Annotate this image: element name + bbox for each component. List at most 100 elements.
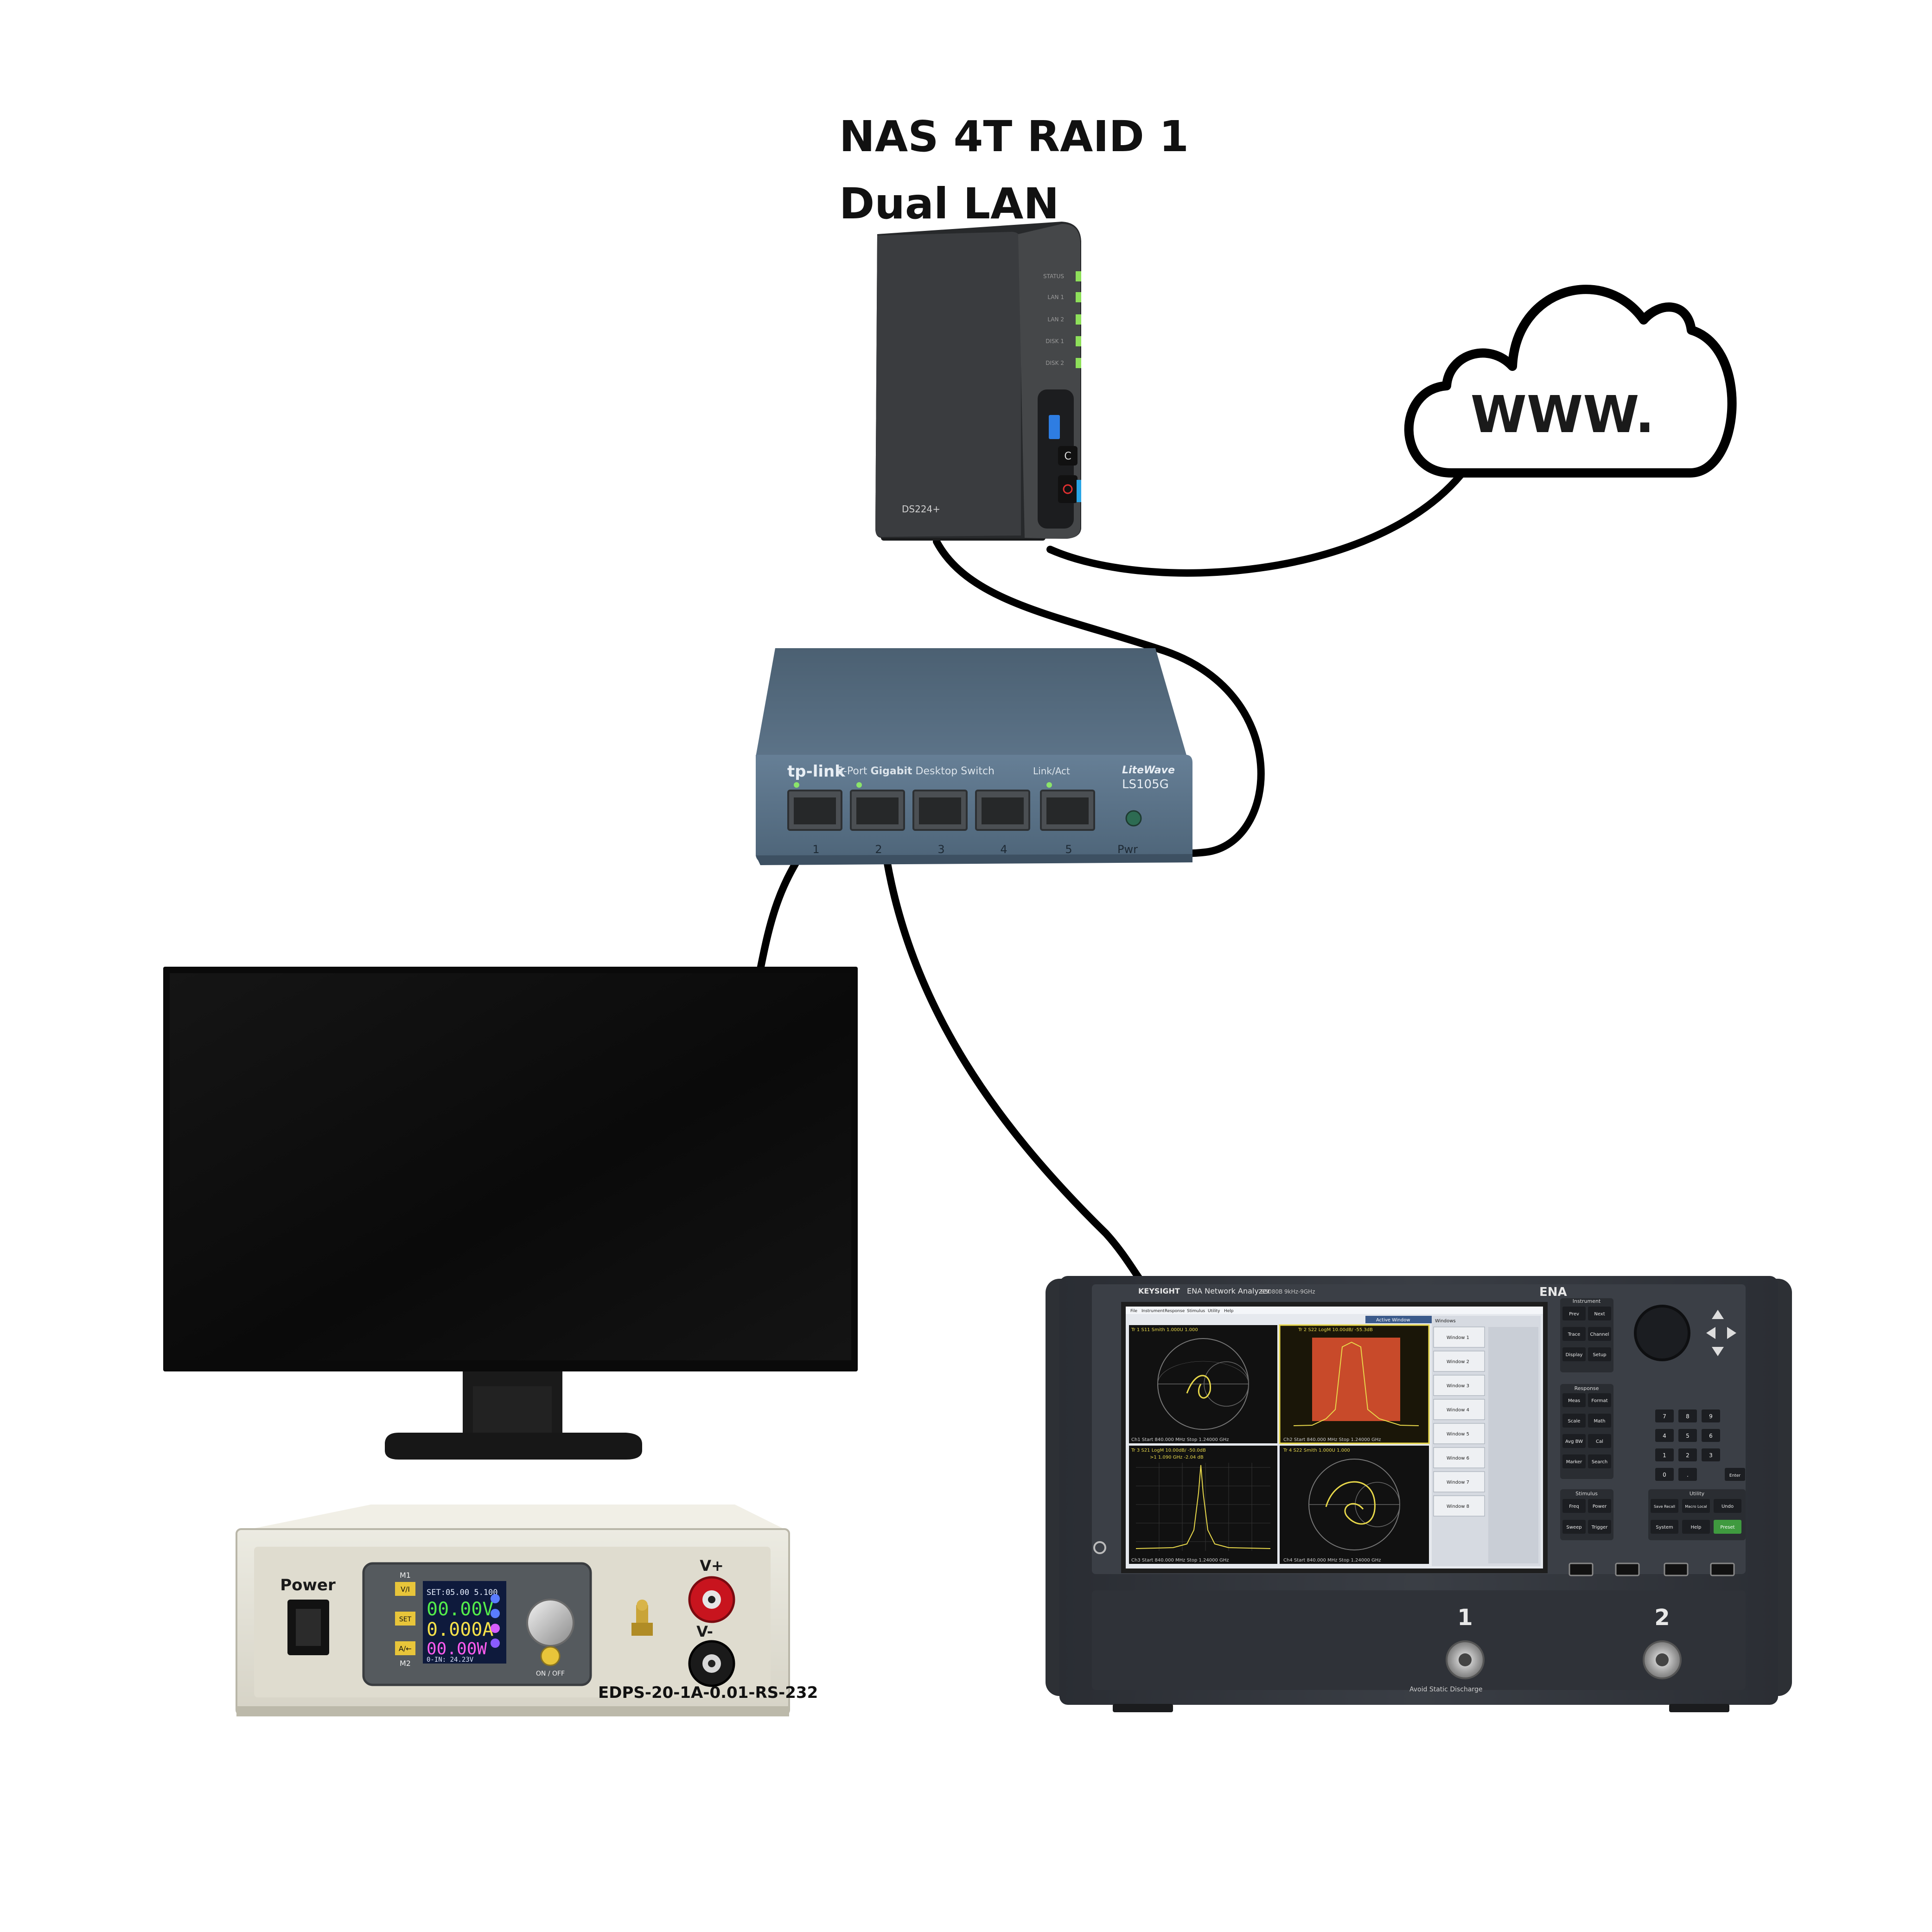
vna-usb-port-1[interactable] (1569, 1562, 1594, 1576)
vna-key-setup[interactable]: Setup (1588, 1347, 1611, 1361)
vna-key-8[interactable]: 8 (1678, 1409, 1697, 1422)
vna-key-2[interactable]: 2 (1678, 1448, 1697, 1461)
vna-window-6-button[interactable]: Window 6 (1433, 1447, 1485, 1468)
vna-key-6[interactable]: 6 (1702, 1429, 1720, 1442)
vna-key-prev[interactable]: Prev (1562, 1307, 1586, 1320)
vna-key-undo[interactable]: Undo (1714, 1499, 1741, 1513)
vna-key-power[interactable]: Power (1588, 1499, 1611, 1513)
vna-window-7-button[interactable]: Window 7 (1433, 1471, 1485, 1492)
vna-trace-window-1[interactable]: Tr 1 S11 Smith 1.000U 1.000 Ch1 Start 84… (1129, 1325, 1277, 1443)
vna-arrow-down-icon[interactable] (1712, 1347, 1724, 1356)
vna-menu-file[interactable]: File (1130, 1309, 1138, 1314)
nas-power-button[interactable] (1058, 475, 1078, 503)
vna-key-4[interactable]: 4 (1655, 1429, 1674, 1442)
vna-key-0[interactable]: 0 (1655, 1468, 1674, 1481)
vna-window-8-button[interactable]: Window 8 (1433, 1495, 1485, 1517)
vna-key-system[interactable]: System (1651, 1520, 1678, 1534)
vna-key-trigger[interactable]: Trigger (1588, 1520, 1611, 1534)
vna-port-2-connector[interactable] (1643, 1640, 1682, 1679)
psu-rotary-knob[interactable] (526, 1599, 574, 1647)
vna-usb-port-2[interactable] (1615, 1562, 1640, 1576)
vna-key-display[interactable]: Display (1562, 1347, 1586, 1361)
vna-port-1-connector[interactable] (1446, 1640, 1485, 1679)
vna-key-avgbw[interactable]: Avg BW (1562, 1434, 1586, 1448)
vna-key-math[interactable]: Math (1588, 1414, 1611, 1428)
psu-lcd-icon-2 (491, 1609, 500, 1618)
vna-key-freq[interactable]: Freq (1562, 1499, 1586, 1513)
vna-window-2-button[interactable]: Window 2 (1433, 1351, 1485, 1372)
nas-device: STATUS LAN 1 LAN 2 DISK 1 DISK 2 C DS224… (875, 222, 1081, 541)
vna-key-search[interactable]: Search (1588, 1454, 1611, 1468)
vna-arrow-right-icon[interactable] (1727, 1327, 1736, 1339)
vna-model: E5080B (1261, 1288, 1282, 1295)
switch-port-5[interactable] (1040, 782, 1095, 831)
vna-key-3[interactable]: 3 (1702, 1448, 1720, 1461)
vna-key-meas[interactable]: Meas (1562, 1393, 1586, 1407)
vna-key-cal[interactable]: Cal (1588, 1434, 1611, 1448)
vna-standby-button[interactable] (1093, 1541, 1106, 1554)
vna-key-preset[interactable]: Preset (1714, 1520, 1741, 1534)
vna-window-3-button[interactable]: Window 3 (1433, 1375, 1485, 1396)
cloud-label: WWW. (1471, 385, 1655, 444)
vna-window-2-label: Window 2 (1447, 1359, 1469, 1365)
vna-softkey-panel: Windows Window 1 Window 2 Window 3 Windo… (1432, 1316, 1541, 1566)
nas-led-label-2: LAN 1 (1047, 294, 1064, 300)
vna-key-1[interactable]: 1 (1655, 1448, 1674, 1461)
switch-port-1[interactable] (787, 782, 842, 831)
psu-vi-label: V/I (401, 1585, 410, 1594)
vna-key-macro-local[interactable]: Macro Local (1682, 1499, 1710, 1513)
vna-key-enter[interactable]: Enter (1725, 1468, 1745, 1481)
vna-key-macro-local-label: Macro Local (1685, 1505, 1707, 1509)
vna-key-5[interactable]: 5 (1678, 1429, 1697, 1442)
vna-usb-port-3[interactable] (1664, 1562, 1689, 1576)
vna-menu-instrument[interactable]: Instrument (1141, 1309, 1165, 1314)
psu-onoff-button[interactable] (540, 1646, 561, 1666)
psu-arrow-button[interactable] (395, 1641, 415, 1655)
switch-subtitle: 5-Port Gigabit Desktop Switch (837, 765, 995, 777)
vna-key-scale[interactable]: Scale (1562, 1414, 1586, 1428)
vna-rotary-knob[interactable] (1634, 1305, 1690, 1361)
vna-trace-window-4[interactable]: Tr 4 S22 Smith 1.000U 1.000 Ch4 Start 84… (1280, 1446, 1429, 1564)
vna-usb-port-4[interactable] (1710, 1562, 1735, 1576)
vna-key-7[interactable]: 7 (1655, 1409, 1674, 1422)
vna-port-1-label: 1 (1457, 1605, 1473, 1631)
vna-window-4-button[interactable]: Window 4 (1433, 1399, 1485, 1420)
vna-key-dot[interactable]: . (1678, 1468, 1697, 1481)
vna-group-utility: Utility (1690, 1491, 1705, 1497)
switch-port-3[interactable] (912, 790, 968, 831)
vna-menu-stimulus[interactable]: Stimulus (1187, 1309, 1205, 1314)
vna-menu-response[interactable]: Response (1165, 1309, 1185, 1314)
vna-window-1-button[interactable]: Window 1 (1433, 1326, 1485, 1348)
vna-trace-window-3[interactable]: Tr 3 S21 LogM 10.00dB/ -50.0dB >1 1.090 … (1129, 1446, 1277, 1564)
psu-vi-button[interactable] (395, 1582, 415, 1596)
psu-lcd-set: SET:05.00 5.100 (427, 1588, 498, 1597)
network-analyzer: KEYSIGHT ENA Network Analyzer E5080B 9kH… (1046, 1276, 1792, 1712)
vna-key-save-recall[interactable]: Save Recall (1651, 1499, 1678, 1513)
vna-marker-readout: >1 1.090 GHz -2.04 dB (1150, 1455, 1204, 1460)
vna-window-5-button[interactable]: Window 5 (1433, 1423, 1485, 1444)
psu-vminus-label: V- (696, 1623, 713, 1640)
vna-key-channel[interactable]: Channel (1588, 1327, 1611, 1341)
vna-key-trace[interactable]: Trace (1562, 1327, 1586, 1341)
vna-key-math-label: Math (1594, 1419, 1605, 1424)
vna-key-next[interactable]: Next (1588, 1307, 1611, 1320)
vna-menu-help[interactable]: Help (1224, 1309, 1234, 1314)
nas-c-button[interactable] (1058, 446, 1078, 465)
vna-menu-utility[interactable]: Utility (1208, 1309, 1220, 1314)
vna-window-7-label: Window 7 (1447, 1480, 1469, 1485)
psu-rs232-sma-connector (631, 1600, 653, 1636)
vna-trace-window-2[interactable]: Tr 2 S22 LogM 10.00dB/ -55.3dB Ch2 Start… (1279, 1324, 1430, 1444)
vna-key-format[interactable]: Format (1588, 1393, 1611, 1407)
vna-key-sweep[interactable]: Sweep (1562, 1520, 1586, 1534)
vna-key-help[interactable]: Help (1682, 1520, 1710, 1534)
vna-key-5-label: 5 (1686, 1433, 1690, 1439)
vna-arrow-up-icon[interactable] (1712, 1310, 1724, 1319)
vna-arrow-left-icon[interactable] (1706, 1327, 1715, 1339)
vna-key-9[interactable]: 9 (1702, 1409, 1720, 1422)
switch-port-4[interactable] (975, 790, 1030, 831)
psu-set-button[interactable] (395, 1612, 415, 1626)
vna-key-marker[interactable]: Marker (1562, 1454, 1586, 1468)
nas-led-label-3: LAN 2 (1047, 316, 1064, 323)
switch-port-2[interactable] (850, 782, 905, 831)
